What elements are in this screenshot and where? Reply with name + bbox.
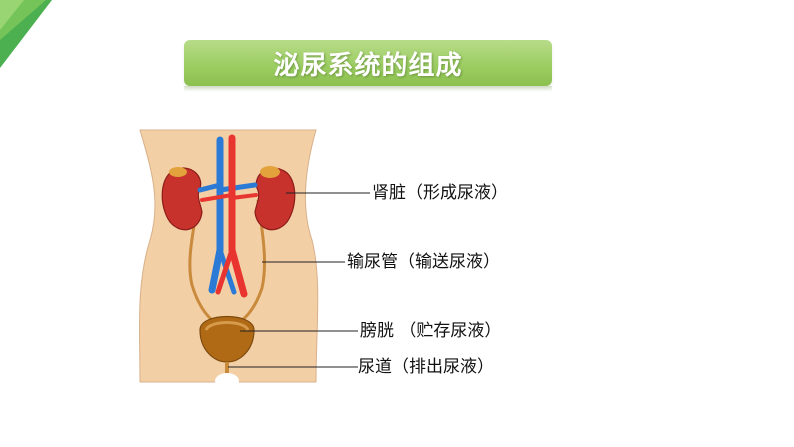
kidney-left [161,167,203,231]
page-title: 泌尿系统的组成 [273,50,463,81]
title-banner: 泌尿系统的组成 [184,40,552,86]
kidney-right [254,166,296,231]
pelvic-opening [215,373,239,389]
corner-decoration [0,0,52,68]
label-bladder: 膀胱 （贮存尿液） [360,321,502,341]
vena-cava [197,136,258,295]
label-urethra: 尿道（排出尿液） [358,357,494,377]
bladder [199,315,255,363]
label-ureter: 输尿管（输送尿液） [347,252,500,272]
aorta [200,134,258,298]
title-banner-shadow [184,86,552,92]
label-kidney: 肾脏（形成尿液） [372,183,508,203]
